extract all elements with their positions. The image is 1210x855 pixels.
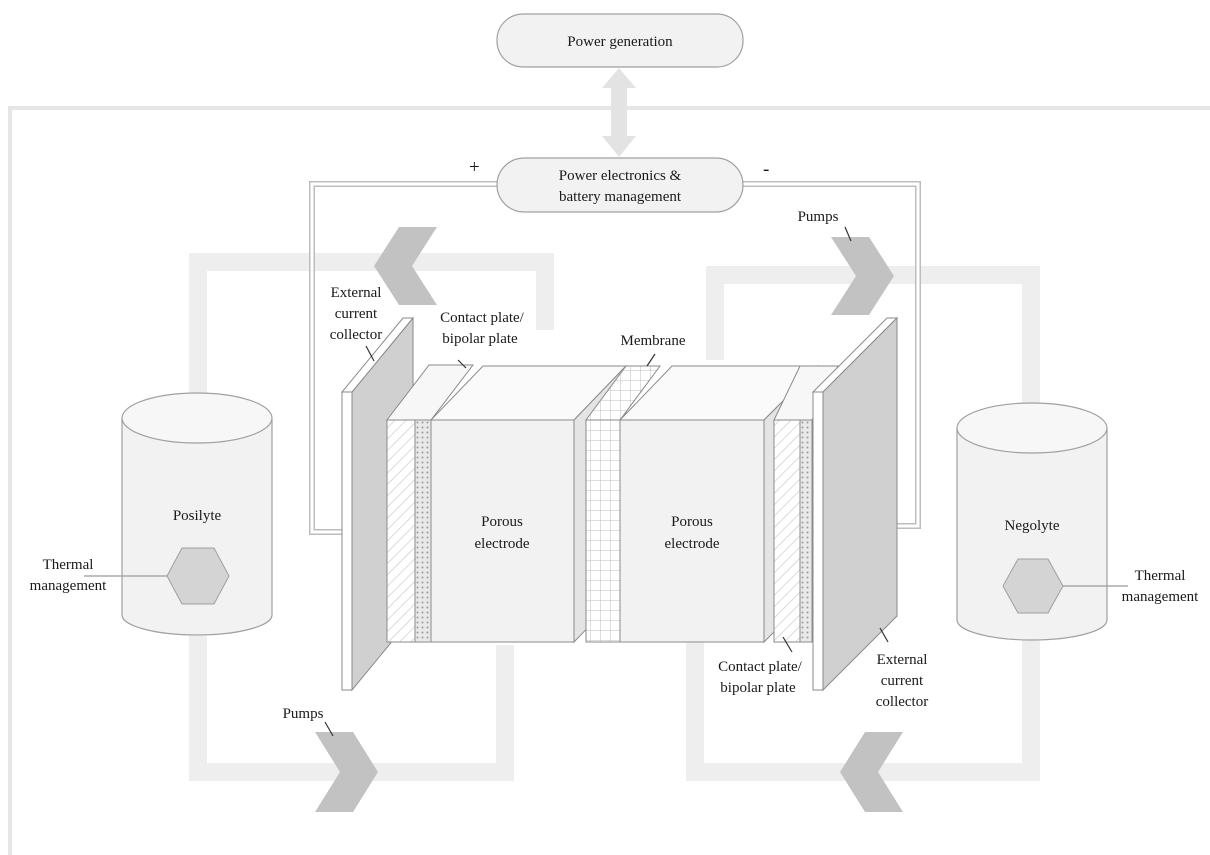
negolyte-label: Negolyte — [1005, 518, 1060, 534]
heat-exchanger-right-icon — [1002, 558, 1064, 614]
ext-collector-right-label-line2: current — [881, 673, 924, 689]
negolyte-tank: Negolyte — [956, 402, 1108, 641]
membrane — [585, 365, 661, 643]
power-electronics-label-line2: battery management — [559, 189, 682, 205]
contact-plate-left-label-line2: bipolar plate — [442, 331, 518, 347]
power-electronics-box: Power electronics & battery management — [496, 157, 744, 213]
thermal-left-label-line2: management — [30, 578, 107, 594]
thermal-right-label-line1: Thermal — [1135, 568, 1186, 584]
membrane-label: Membrane — [621, 333, 686, 349]
posilyte-label: Posilyte — [173, 508, 222, 524]
ext-collector-right-label-line1: External — [877, 652, 928, 668]
posilyte-tank: Posilyte — [121, 392, 273, 636]
thermal-right-label-line2: management — [1122, 589, 1199, 605]
pump-bottom-right — [840, 732, 903, 812]
wiring-right-inner — [740, 182, 920, 528]
ext-collector-left-label-line2: current — [335, 306, 378, 322]
contact-plate-right — [773, 365, 839, 643]
outer-frame — [8, 106, 1210, 855]
ext-collector-left-label-line1: External — [331, 285, 382, 301]
contact-plate-left-label-line1: Contact plate/ — [440, 310, 525, 326]
leader-lines — [324, 226, 889, 737]
plus-terminal-label: + — [469, 157, 480, 178]
pumps-top-label: Pumps — [798, 209, 839, 225]
porous-left-label-line2: electrode — [475, 536, 530, 552]
pump-bottom-left — [315, 732, 378, 812]
porous-left-label-line1: Porous — [481, 514, 523, 530]
power-electronics-label-line1: Power electronics & — [559, 168, 682, 184]
ext-collector-left-label-line3: collector — [330, 327, 382, 343]
power-generation-label: Power generation — [567, 34, 673, 50]
contact-plate-right-label-line2: bipolar plate — [720, 680, 796, 696]
porous-right-label-line1: Porous — [671, 514, 713, 530]
ext-collector-right-label-line3: collector — [876, 694, 928, 710]
pump-top-left — [374, 227, 437, 305]
power-exchange-arrow — [602, 68, 636, 157]
pumps-bottom-label: Pumps — [283, 706, 324, 722]
wiring-left-inner — [310, 182, 500, 534]
thermal-left-label-line1: Thermal — [43, 557, 94, 573]
contact-plate-right-label-line1: Contact plate/ — [718, 659, 803, 675]
pump-top-right — [831, 237, 894, 315]
power-generation-box: Power generation — [496, 13, 744, 68]
minus-terminal-label: - — [763, 159, 769, 180]
contact-plate-left — [385, 364, 475, 643]
external-current-collector-right — [811, 316, 899, 692]
porous-right-label-line2: electrode — [665, 536, 720, 552]
